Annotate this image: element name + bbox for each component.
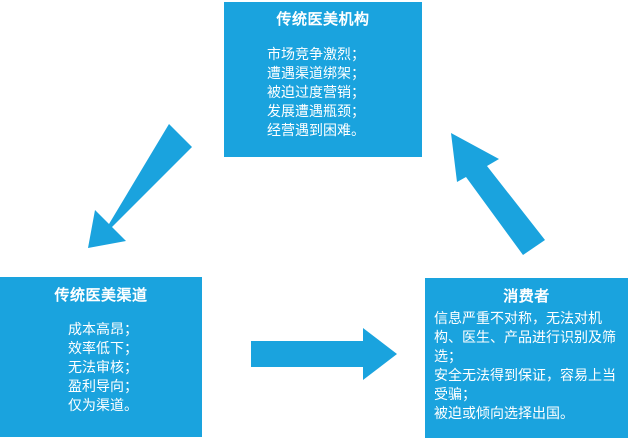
arrow-top-to-left [88, 124, 192, 248]
node-description: 市场竞争激烈； 遭遇渠道绑架； 被迫过度营销； 发展遭遇瓶颈； 经营遇到困难。 [224, 46, 422, 141]
node-line: 市场竞争激烈； [267, 47, 365, 63]
node-title: 传统医美机构 [276, 10, 370, 28]
node-line: 效率低下； [68, 341, 138, 357]
arrow-left-to-right [251, 328, 397, 380]
node-title: 消费者 [503, 287, 550, 305]
node-description: 成本高昂； 效率低下； 无法审核； 盈利导向； 仅为渠道。 [0, 321, 202, 416]
node-line: 盈利导向； [68, 379, 138, 395]
node-line: 经营遇到困难。 [267, 123, 365, 139]
node-line: 仅为渠道。 [68, 398, 138, 414]
node-line: 信息严重不对称，无法对机构、医生、产品进行识别及筛选； [434, 311, 616, 365]
arrow-right-to-top [451, 133, 545, 255]
node-traditional-channel: 传统医美渠道 成本高昂； 效率低下； 无法审核； 盈利导向； 仅为渠道。 [0, 277, 202, 437]
node-consumer: 消费者 信息严重不对称，无法对机构、医生、产品进行识别及筛选； 安全无法得到保证… [425, 278, 628, 438]
node-traditional-institution: 传统医美机构 市场竞争激烈； 遭遇渠道绑架； 被迫过度营销； 发展遭遇瓶颈； 经… [224, 2, 422, 157]
node-line: 无法审核； [68, 360, 138, 376]
node-line: 成本高昂； [68, 322, 138, 338]
node-line: 安全无法得到保证，容易上当受骗； [434, 368, 616, 403]
node-line: 遭遇渠道绑架； [267, 66, 365, 82]
node-line: 被迫或倾向选择出国。 [434, 406, 574, 422]
node-line: 被迫过度营销； [267, 85, 365, 101]
node-line: 发展遭遇瓶颈； [267, 104, 365, 120]
node-description: 信息严重不对称，无法对机构、医生、产品进行识别及筛选； 安全无法得到保证，容易上… [425, 310, 628, 424]
node-title: 传统医美渠道 [54, 286, 148, 304]
